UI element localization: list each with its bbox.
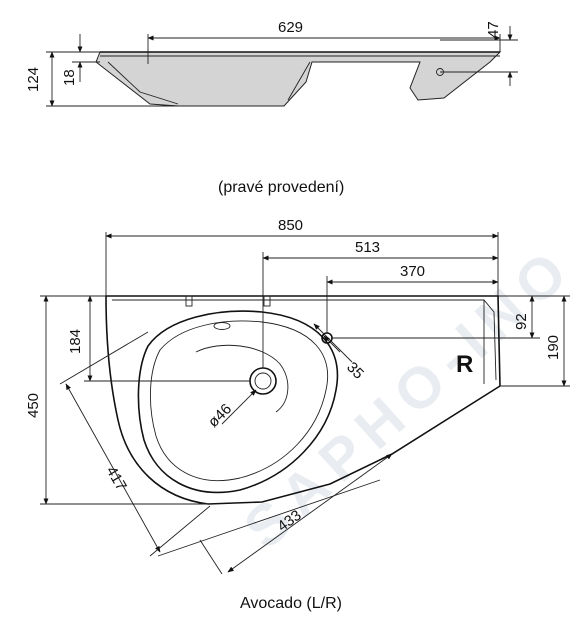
side-view: 629 47 124 18 <box>25 19 518 107</box>
dim-depth-450: 450 <box>25 393 42 418</box>
dim-drain-offset: 513 <box>355 239 380 256</box>
dim-tap-hole: 35 <box>343 359 367 383</box>
dim-basin-417: 417 <box>103 464 130 494</box>
side-mark: R <box>456 351 473 378</box>
dim-right-190: 190 <box>545 335 562 360</box>
dim-left-depth: 184 <box>67 329 84 354</box>
orientation-caption: (pravé provedení) <box>218 179 344 196</box>
product-caption: Avocado (L/R) <box>240 595 342 612</box>
side-view-basin-body <box>95 51 502 107</box>
dim-side-rim: 18 <box>61 69 78 86</box>
drain-icon <box>249 367 277 395</box>
dim-tap-offset: 370 <box>400 263 425 280</box>
top-view: 850 513 370 184 92 190 R 35 ø46 <box>25 217 570 575</box>
dim-drain-diameter: ø46 <box>205 401 235 431</box>
dim-right-92: 92 <box>513 313 530 330</box>
overflow-icon <box>213 322 231 330</box>
dim-side-total-height: 124 <box>25 67 42 92</box>
dim-side-right-height: 47 <box>485 21 502 38</box>
dim-side-width: 629 <box>278 19 303 36</box>
dim-total-width: 850 <box>278 217 303 234</box>
